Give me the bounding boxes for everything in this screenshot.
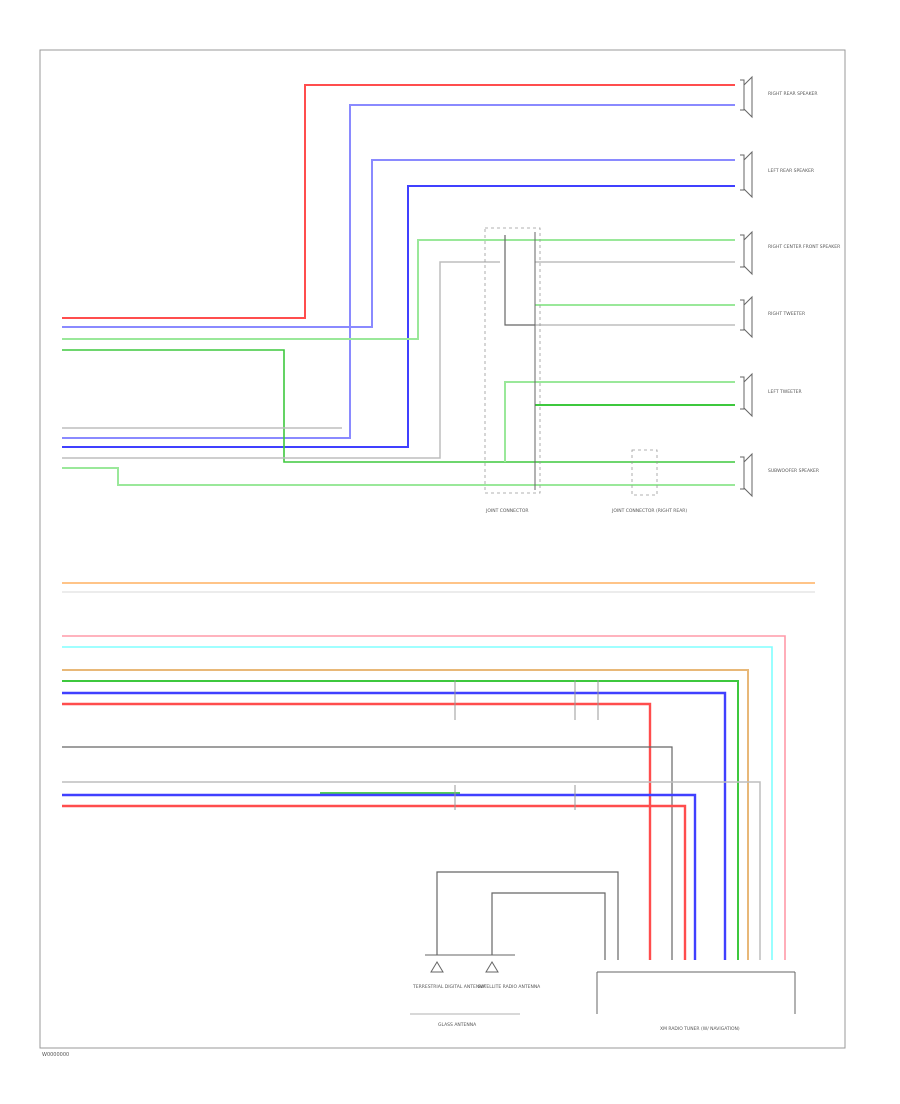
wire-blue-right-rear	[62, 159, 735, 328]
wire-red-lower	[62, 702, 652, 960]
antenna-label-satellite: SATELLITE RADIO ANTENNA	[478, 984, 541, 990]
antenna-wire-terrestrial	[436, 871, 619, 960]
wire-cyan-lower	[62, 646, 773, 960]
wire-pink-lower	[62, 635, 786, 960]
diagram-frame	[39, 49, 846, 1049]
speaker-label-right-center: RIGHT CENTER FRONT SPEAKER	[768, 244, 840, 250]
speaker-symbols	[740, 75, 753, 498]
antenna-label-terrestrial: TERRESTRIAL DIGITAL ANTENNA	[412, 984, 487, 990]
junction-wire-5	[504, 381, 735, 462]
wire-blue-left-rear	[62, 104, 735, 439]
splice-markers	[454, 680, 599, 810]
wire-lightgreen-sub	[62, 467, 735, 486]
wire-green-lower	[62, 680, 739, 960]
module-label: XM RADIO TUNER (W/ NAVIGATION)	[660, 1026, 740, 1032]
speaker-label-right-tweeter: RIGHT TWEETER	[768, 311, 805, 317]
wire-green-sub	[62, 349, 735, 463]
wire-green-center	[62, 239, 735, 340]
speaker-label-left-tweeter: LEFT TWEETER	[768, 389, 802, 395]
speaker-label-left-rear: LEFT REAR SPEAKER	[768, 168, 814, 174]
antenna-icon	[425, 954, 515, 973]
junction-label-a: JOINT CONNECTOR	[485, 508, 529, 514]
speaker-label-subwoofer: SUBWOOFER SPEAKER	[768, 468, 819, 474]
page-code: W0000000	[42, 1052, 69, 1058]
antenna-group-label: GLASS ANTENNA	[438, 1022, 477, 1028]
wire-gray-lower-1	[62, 746, 673, 960]
wire-gray-lower-2	[62, 781, 761, 960]
wire-red-right-rear	[62, 84, 735, 319]
junction-connector-b	[631, 449, 658, 496]
module-connector	[596, 971, 796, 1014]
wire-blue-lower-2	[62, 793, 697, 960]
wire-red-lower-2	[62, 804, 687, 960]
wire-tan-lower	[62, 669, 749, 960]
wire-gray-2	[62, 261, 500, 459]
speaker-label-right-rear: RIGHT REAR SPEAKER	[768, 91, 818, 97]
wire-blue-lower	[62, 691, 727, 960]
junction-wire-1	[504, 235, 535, 326]
junction-label-b: JOINT CONNECTOR (RIGHT REAR)	[611, 508, 687, 514]
wire-darkblue-left-rear	[62, 185, 735, 448]
junction-connector-a	[484, 227, 541, 494]
antenna-wire-satellite	[491, 892, 606, 960]
